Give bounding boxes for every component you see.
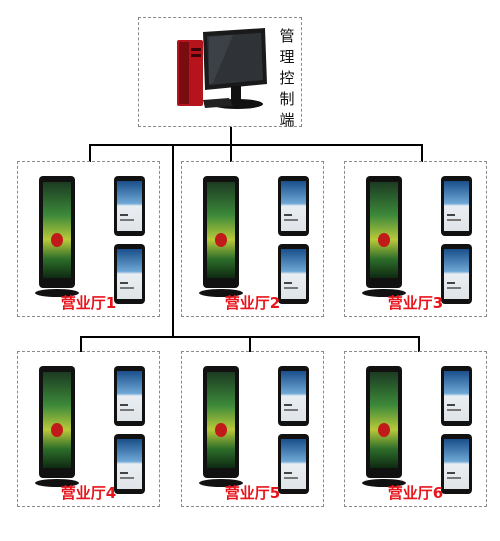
- console-node: 管理控制端: [138, 17, 302, 129]
- connector-branch2-drop: [230, 144, 232, 162]
- branch-node-3: 营业厅3: [344, 161, 487, 317]
- tablet-display-icon: [441, 434, 472, 494]
- branch-node-4: 营业厅4: [17, 351, 160, 507]
- connector-branch1-drop: [89, 144, 91, 162]
- branch-label: 营业厅2: [224, 294, 281, 312]
- tablet-display-icon: [278, 434, 309, 494]
- branch-label: 营业厅3: [387, 294, 444, 312]
- kiosk-display-icon: [199, 366, 243, 487]
- branch-label: 营业厅1: [60, 294, 117, 312]
- connector-console-down: [230, 127, 232, 145]
- connector-trunk: [172, 144, 174, 337]
- tablet-display-icon: [441, 176, 472, 236]
- branch-node-5: 营业厅5: [181, 351, 324, 507]
- branch-node-1: 营业厅1: [17, 161, 160, 317]
- connector-branch6-drop: [418, 336, 420, 352]
- branch-label: 营业厅4: [60, 484, 117, 502]
- branch-label: 营业厅5: [224, 484, 281, 502]
- tablet-display-icon: [114, 244, 145, 304]
- tablet-display-icon: [114, 434, 145, 494]
- tablet-display-icon: [278, 366, 309, 426]
- tablet-display-icon: [441, 366, 472, 426]
- kiosk-display-icon: [362, 176, 406, 297]
- kiosk-display-icon: [199, 176, 243, 297]
- connector-branch5-drop: [249, 336, 251, 352]
- branch-label: 营业厅6: [387, 484, 444, 502]
- kiosk-display-icon: [35, 176, 79, 297]
- tablet-display-icon: [441, 244, 472, 304]
- connector-branch3-drop: [421, 144, 423, 162]
- branch-node-6: 营业厅6: [344, 351, 487, 507]
- tablet-display-icon: [278, 244, 309, 304]
- branch-node-2: 营业厅2: [181, 161, 324, 317]
- kiosk-display-icon: [35, 366, 79, 487]
- console-label: 管理控制端: [279, 27, 295, 129]
- connector-branch4-drop: [80, 336, 82, 352]
- kiosk-display-icon: [362, 366, 406, 487]
- tablet-display-icon: [278, 176, 309, 236]
- computer-icon: [177, 28, 267, 109]
- tablet-display-icon: [114, 366, 145, 426]
- tablet-display-icon: [114, 176, 145, 236]
- connector-top-bus: [89, 144, 423, 146]
